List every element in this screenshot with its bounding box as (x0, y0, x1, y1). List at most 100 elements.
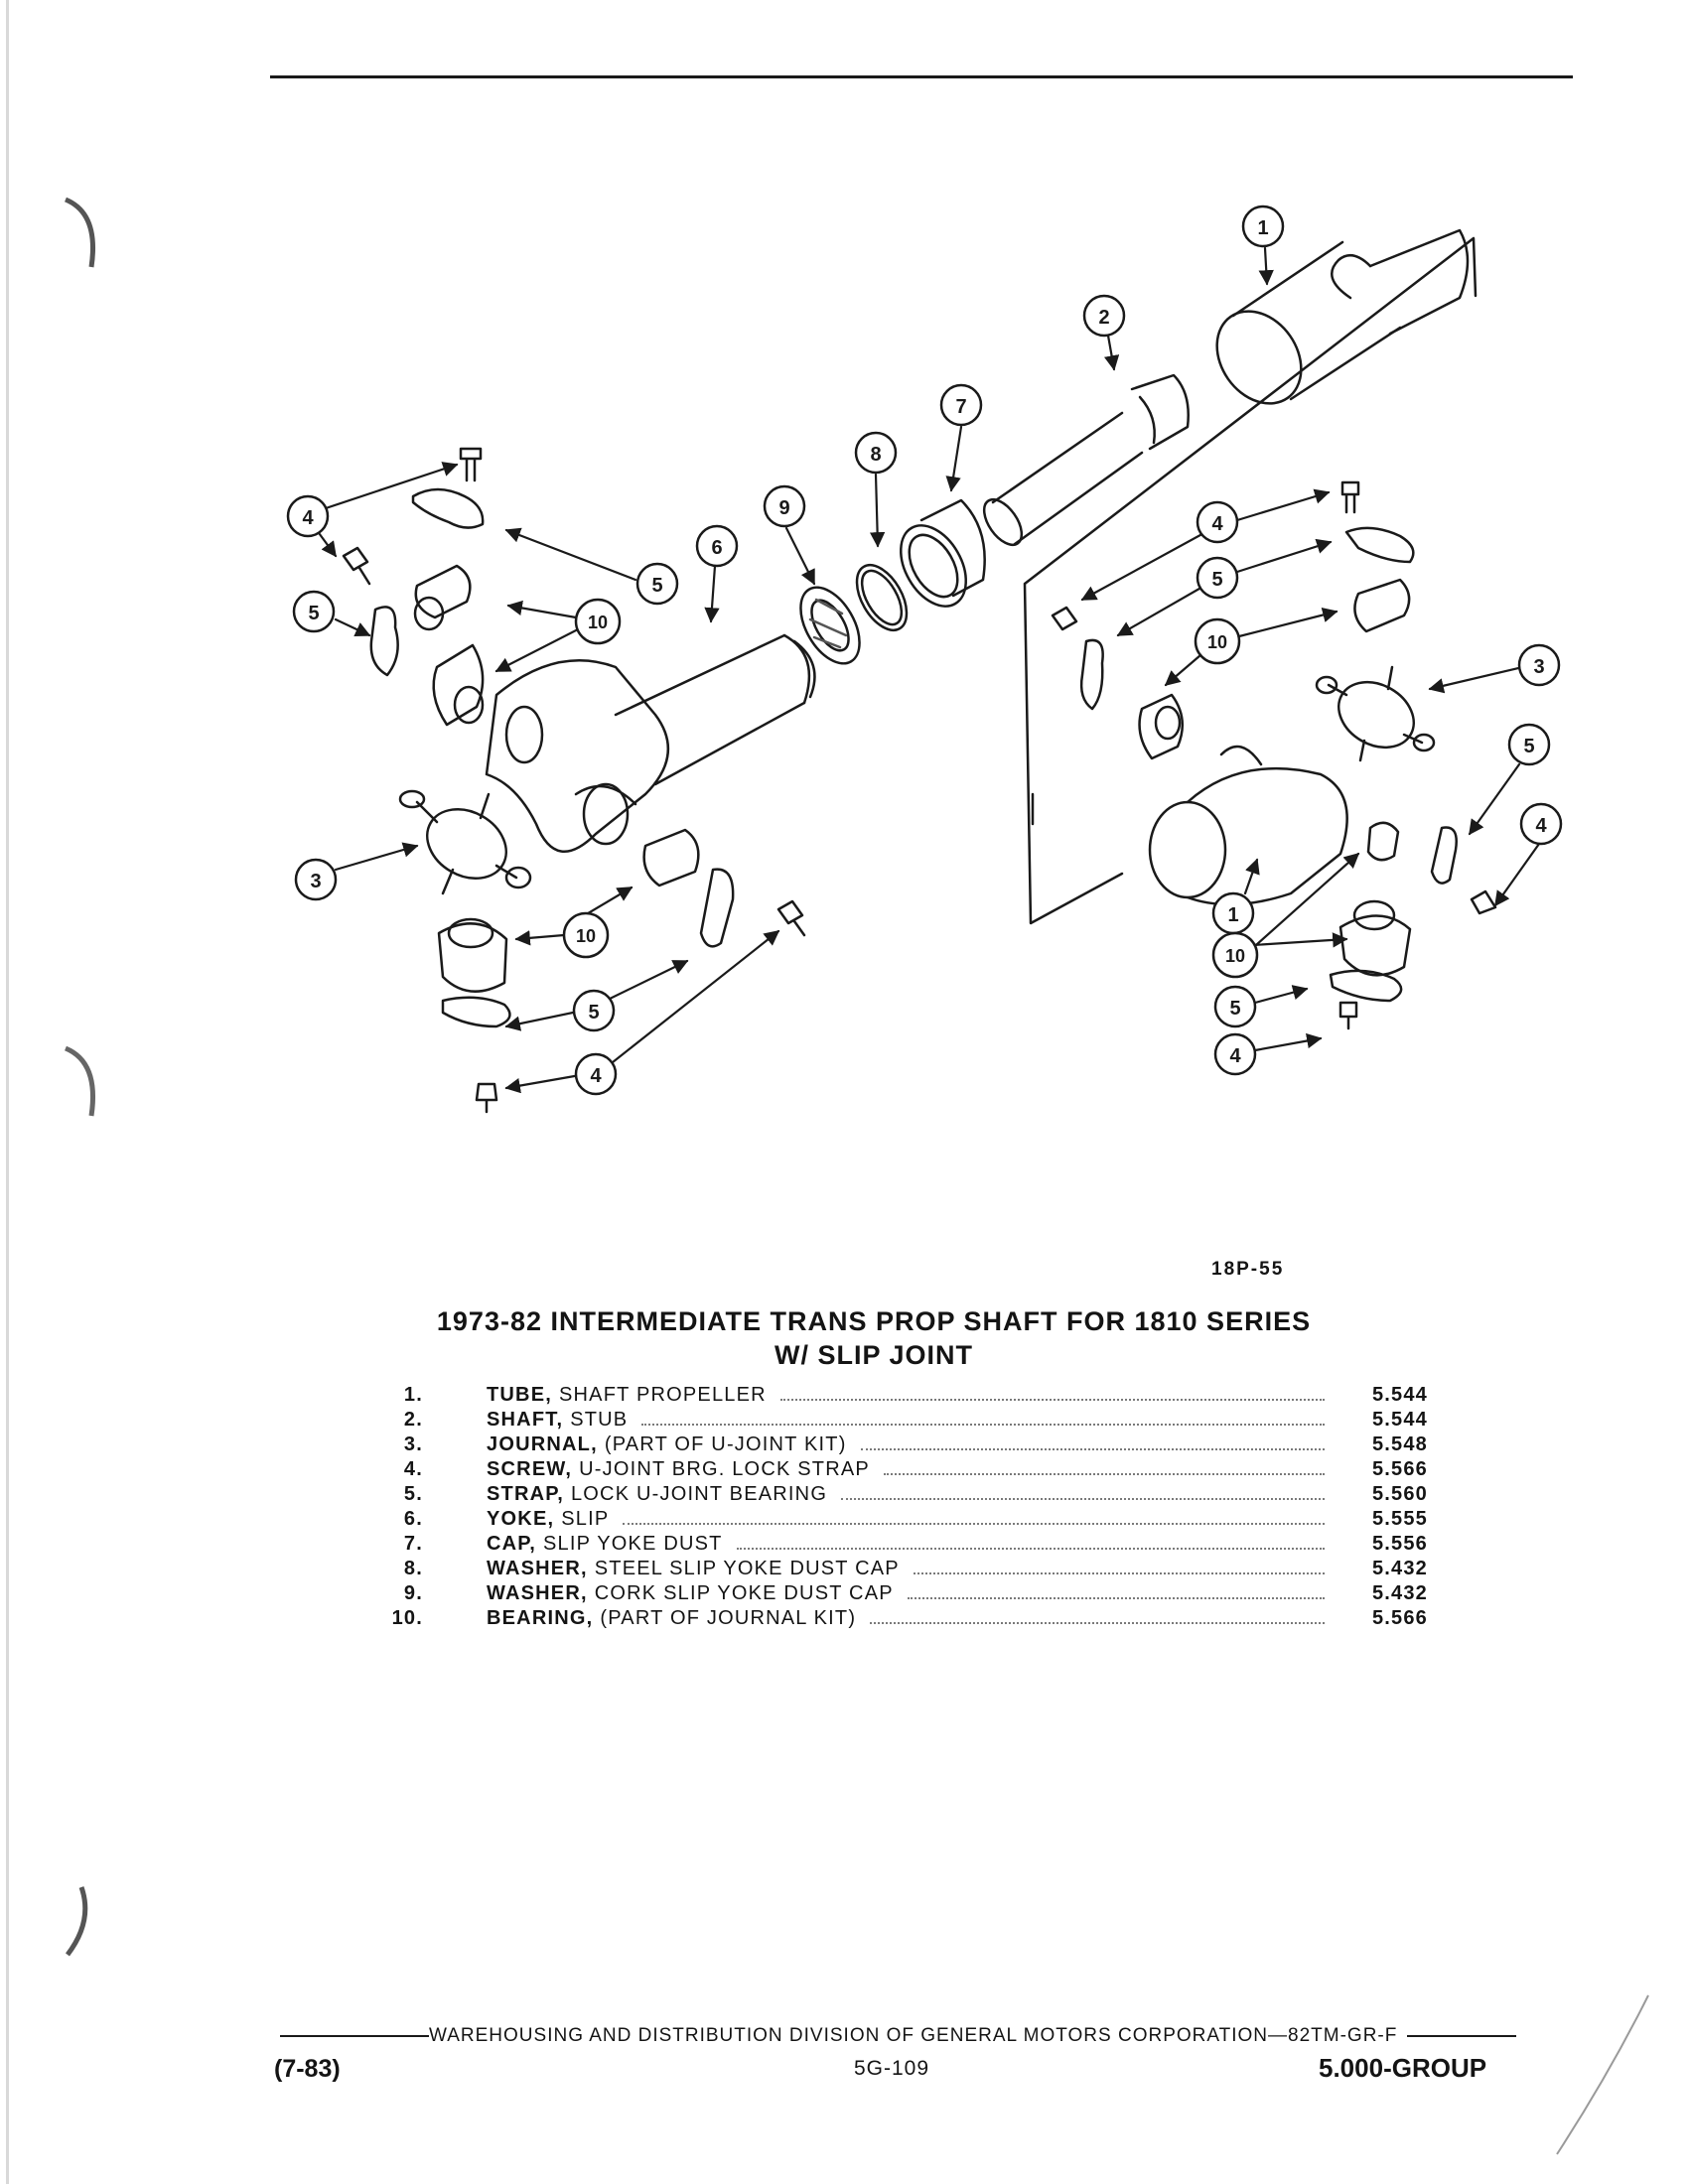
steel-washer (855, 564, 909, 631)
dot-leader (870, 1607, 1325, 1624)
footer-rule-right (1407, 2035, 1517, 2037)
part-description: STUB (570, 1409, 629, 1431)
callout-circles: 1 2 7 8 9 6 4 5 5 10 3 10 5 4 4 5 10 3 5… (286, 205, 1563, 1096)
cork-washer (799, 586, 861, 665)
callout-10: 10 (574, 598, 622, 645)
dot-leader (779, 1384, 1325, 1401)
part-name: YOKE, (487, 1508, 555, 1530)
publisher-text: WAREHOUSING AND DISTRIBUTION DIVISION OF… (429, 2025, 1398, 2046)
slip-yoke-dust-cap (900, 498, 986, 608)
part-name: SCREW, (487, 1458, 573, 1480)
callout-2: 2 (1082, 294, 1126, 338)
item-number: 7. (403, 1533, 423, 1555)
callout-label: 9 (778, 497, 789, 519)
leader-arrows (312, 246, 1541, 1094)
callout-5: 5 (1507, 723, 1551, 766)
part-description: CORK SLIP YOKE DUST CAP (594, 1582, 894, 1604)
callout-5: 5 (1213, 985, 1257, 1028)
item-number: 9. (403, 1582, 423, 1604)
callout-label: 10 (588, 613, 608, 632)
drawing-number: 18P-55 (1211, 1259, 1285, 1280)
item-number: 8. (403, 1558, 423, 1579)
callout-label: 4 (1211, 513, 1223, 535)
callout-label: 3 (310, 871, 321, 892)
dot-leader (860, 1433, 1325, 1450)
group-reference: 5.566 (1371, 1607, 1428, 1629)
part-description: SLIP YOKE DUST (543, 1533, 723, 1555)
callout-label: 4 (1535, 815, 1547, 837)
callout-label: 10 (1225, 946, 1245, 966)
binder-hole-shadow (66, 1886, 88, 1957)
lock-straps (369, 487, 1458, 1028)
callout-1: 1 (1211, 891, 1255, 935)
callout-label: 1 (1257, 217, 1268, 239)
part-name: WASHER, (487, 1582, 588, 1604)
dot-leader (913, 1558, 1325, 1574)
list-item: 10.BEARING,(PART OF JOURNAL KIT)5.566 (375, 1607, 1428, 1632)
callout-label: 5 (1211, 569, 1222, 591)
group-reference: 5.566 (1371, 1458, 1428, 1480)
callout-label: 2 (1098, 307, 1109, 329)
part-name: STRAP, (487, 1483, 564, 1505)
list-item: 3.JOURNAL,(PART OF U-JOINT KIT)5.548 (375, 1433, 1428, 1458)
callout-label: 4 (1229, 1045, 1241, 1067)
dot-leader (841, 1483, 1325, 1500)
part-name: BEARING, (487, 1607, 594, 1629)
callout-5: 5 (1196, 556, 1239, 600)
figure-title: 1973-82 INTERMEDIATE TRANS PROP SHAFT FO… (436, 1306, 1312, 1336)
callout-label: 4 (302, 507, 314, 529)
item-number: 1. (403, 1384, 423, 1406)
callout-6: 6 (695, 524, 739, 568)
slip-yoke (485, 633, 816, 853)
group-reference: 5.560 (1371, 1483, 1428, 1505)
callout-label: 5 (588, 1002, 599, 1024)
top-rule (270, 75, 1573, 78)
callout-7: 7 (939, 383, 983, 427)
callout-4: 4 (1213, 1032, 1257, 1076)
item-number: 3. (403, 1433, 423, 1455)
callout-10: 10 (1194, 617, 1241, 665)
part-description: SHAFT PROPELLER (559, 1384, 767, 1406)
callout-label: 5 (651, 575, 662, 597)
group-reference: 5.555 (1371, 1508, 1428, 1530)
group-reference: 5.548 (1371, 1433, 1428, 1455)
part-description: SLIP (561, 1508, 610, 1530)
part-description: (PART OF U-JOINT KIT) (604, 1433, 847, 1455)
part-name: TUBE, (487, 1384, 552, 1406)
callout-8: 8 (854, 431, 898, 475)
callout-label: 4 (590, 1065, 602, 1087)
bearing-caps (413, 564, 1412, 993)
callout-label: 10 (576, 926, 596, 946)
callout-label: 1 (1227, 904, 1238, 926)
shaft-propeller-tube (1215, 228, 1470, 405)
callout-label: 10 (1207, 632, 1227, 652)
footer-rule-left (280, 2035, 429, 2037)
part-description: LOCK U-JOINT BEARING (570, 1483, 828, 1505)
callout-label: 5 (1523, 736, 1534, 757)
callout-4: 4 (574, 1052, 618, 1096)
exploded-view-illustration: 1 2 7 8 9 6 4 5 5 10 3 10 5 4 4 5 10 3 5… (286, 205, 1563, 1114)
part-description: U-JOINT BRG. LOCK STRAP (579, 1458, 870, 1480)
callout-label: 8 (870, 444, 881, 466)
list-item: 1. TUBE, SHAFT PROPELLER 5.544 (375, 1384, 1428, 1409)
callout-label: 5 (308, 603, 319, 624)
group-reference: 5.432 (1371, 1558, 1428, 1579)
group-number: 5.000-GROUP (1319, 2053, 1487, 2083)
figure-subtitle: W/ SLIP JOINT (774, 1340, 974, 1370)
callout-4: 4 (1196, 500, 1239, 544)
list-item: 4. SCREW, U-JOINT BRG. LOCK STRAP 5.566 (375, 1458, 1428, 1483)
item-number: 4. (403, 1458, 423, 1480)
item-number: 2. (403, 1409, 423, 1431)
item-number: 10. (391, 1607, 423, 1629)
assembly-panel-outline (1023, 236, 1478, 925)
group-reference: 5.544 (1371, 1384, 1428, 1406)
callout-label: 3 (1533, 656, 1544, 678)
callout-5: 5 (292, 590, 336, 633)
callout-5: 5 (635, 562, 679, 606)
